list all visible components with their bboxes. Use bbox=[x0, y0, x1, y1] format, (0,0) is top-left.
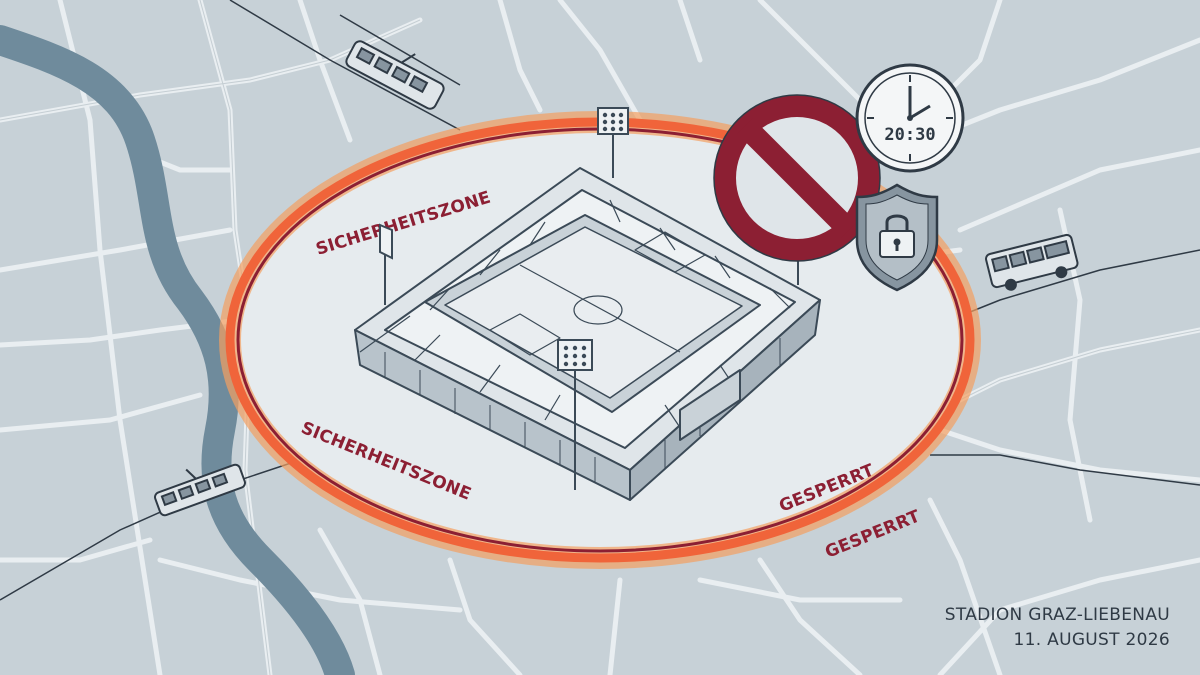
stadium-icon bbox=[354, 167, 821, 501]
clock-time: 20:30 bbox=[884, 125, 935, 145]
bus-icon bbox=[985, 233, 1079, 291]
floodlight-icon bbox=[557, 339, 593, 490]
caption-date: 11. AUGUST 2026 bbox=[1013, 630, 1170, 650]
shield-lock-icon bbox=[855, 183, 939, 292]
floodlight-icon bbox=[597, 107, 629, 178]
river bbox=[0, 25, 355, 675]
no-entry-sign-icon bbox=[713, 94, 881, 262]
clock-icon: 20:30 bbox=[855, 63, 965, 173]
tram-icon bbox=[154, 463, 246, 517]
tram-icon bbox=[345, 40, 445, 110]
caption-location: STADION GRAZ-LIEBENAU bbox=[944, 605, 1170, 625]
